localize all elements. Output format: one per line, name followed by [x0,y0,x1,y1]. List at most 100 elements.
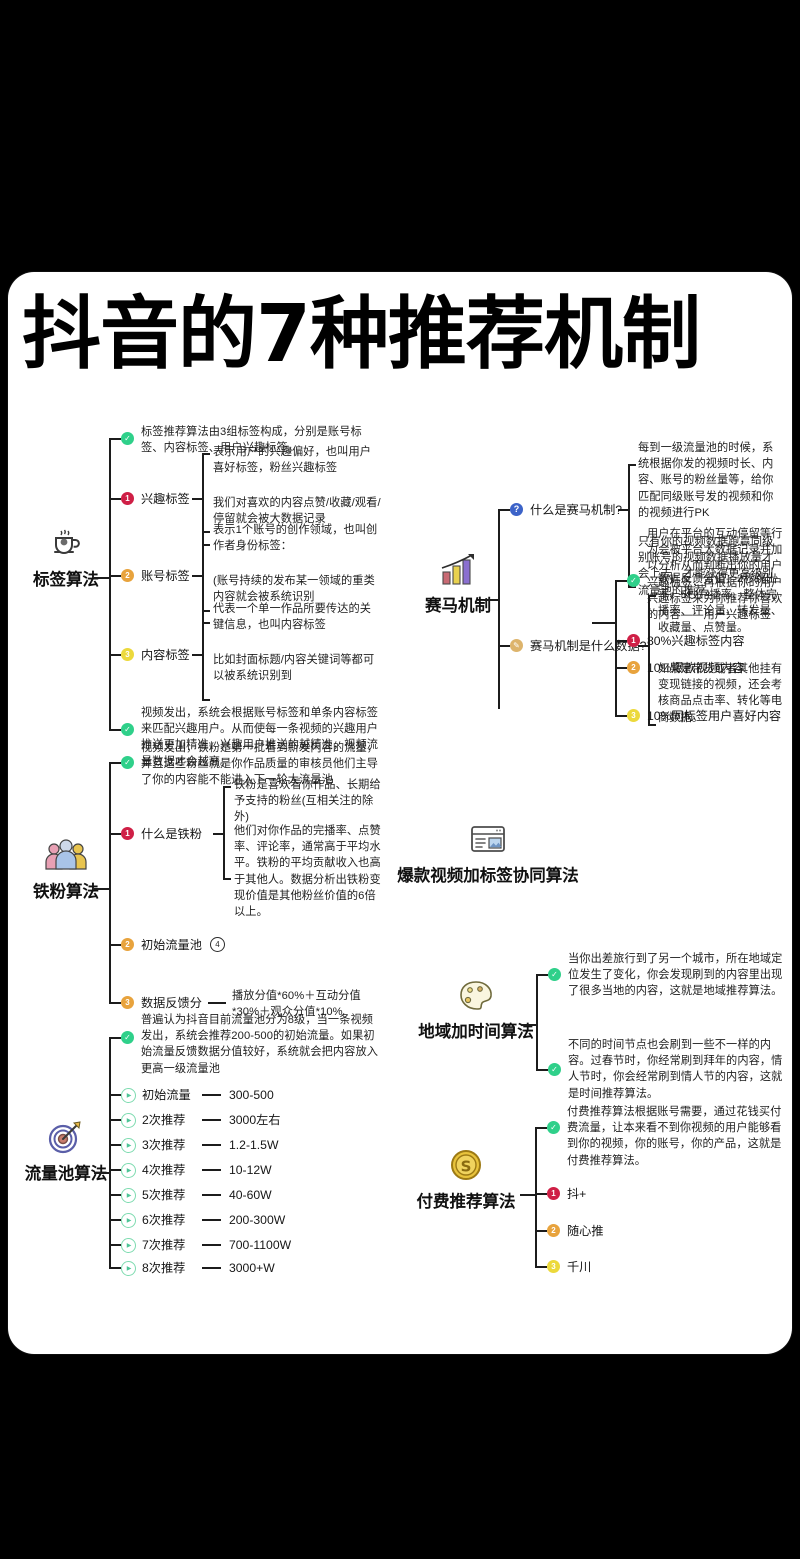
coffee-cup-icon [48,524,84,562]
connector-spine [536,974,538,1070]
connector [109,1002,121,1004]
connector [618,509,629,511]
root-tag-algorithm[interactable]: 标签算法 [8,524,126,590]
root-paid-recommend[interactable]: S 付费推荐算法 [406,1146,526,1212]
connector [615,580,627,582]
connector [638,645,649,647]
root-horse-race[interactable]: 赛马机制 [398,550,518,616]
play-circle-icon [121,1113,136,1128]
iron-fan-initial-pool-value: 4 [210,937,225,952]
badge-3: 3 [627,709,640,722]
paid-option-1: 随心推 [567,1224,604,1238]
tag-account-note-0: 表示1个账号的创作领域，也叫创作者身份标签： [213,524,378,553]
connector [109,438,121,440]
connector [109,575,121,577]
gold-coin-dollar-icon: S [446,1146,486,1184]
connector [202,1144,221,1146]
iron-fan-note-1: 他们对你作品的完播率、点赞率、评论率，通常高于平均水平。铁粉的平均贡献收入也高于… [234,825,381,919]
tag-intro-text: 标签推荐算法由3组标签构成，分别是账号标签、内容标签、用户兴趣标签。 [141,426,362,455]
root-label-region-time: 地域加时间算法 [418,1023,534,1041]
iron-fan-initial-pool-label[interactable]: 初始流量池 [141,938,202,952]
connector [535,1193,547,1195]
root-label-tag-algorithm: 标签算法 [33,571,99,589]
tag-interest-label[interactable]: 兴趣标签 [141,492,190,506]
badge-2: 2 [627,661,640,674]
connector [202,1094,221,1096]
level-value-5: 200-300W [229,1213,286,1227]
connector [109,1194,121,1196]
root-label-hit-video-tag: 爆款视频加标签协同算法 [397,867,579,885]
connector-spine [109,762,111,1003]
connector [109,1037,121,1039]
level-value-6: 700-1100W [229,1238,292,1252]
connector-stub [592,622,616,624]
root-region-time[interactable]: 地域加时间算法 [416,976,536,1042]
play-circle-icon [121,1163,136,1178]
bullet-check-icon [121,1031,134,1044]
play-circle-icon [121,1188,136,1203]
target-dart-icon [46,1118,86,1156]
paid-intro-text: 付费推荐算法根据账号需要，通过花钱买付费流量，让本来看不到你视频的用户能够看到你… [567,1106,782,1167]
badge-2: 2 [547,1224,560,1237]
connector [109,1219,121,1221]
root-traffic-pool[interactable]: 流量池算法 [8,1118,126,1184]
play-circle-icon [121,1213,136,1228]
connector [615,667,627,669]
infographic-card: 抖音的7种推荐机制 标签算法 [8,272,792,1354]
connector-spine [498,509,500,709]
root-hit-video-tag[interactable]: 爆款视频加标签协同算法 [397,820,579,886]
iron-fan-feedback-value: 播放分值*60%＋互动分值*30%＋观众分值*10% [232,990,361,1019]
page-title-text: 抖音的7种推荐机制 [22,287,701,380]
connector-spine [109,1037,111,1267]
bullet-check-icon [121,723,134,736]
connector [109,1267,121,1269]
connector-stub [484,599,499,601]
hit-video-intro-text: 用户在平台的互动停留等行为会被平台大数据记录并加以分析从而判断出你的用户兴趣标签… [647,528,783,622]
horse-race-note-0: 每到一级流量池的时候，系统根据你发的视频时长、内容、账号的粉丝量等，给你匹配同级… [638,442,774,519]
connector [109,1244,121,1246]
level-value-7: 3000+W [229,1261,275,1275]
play-circle-icon [121,1088,136,1103]
tag-content-label[interactable]: 内容标签 [141,648,190,662]
paid-option-2: 千川 [567,1260,592,1274]
connector [536,974,548,976]
connector [223,786,231,788]
connector [648,724,656,726]
play-circle-icon [121,1261,136,1276]
badge-1: 1 [627,634,640,647]
connector [535,1266,547,1268]
root-iron-fan-algorithm[interactable]: 铁粉算法 [8,836,126,902]
level-value-4: 40-60W [229,1188,272,1202]
tag-summary-text: 视频发出，系统会根据账号标签和单条内容标签来匹配兴趣用户。从而使每一条视频的兴趣… [141,707,379,768]
connector [202,610,210,612]
badge-3: 3 [121,648,134,661]
connector [202,544,210,546]
level-value-1: 3000左右 [229,1113,281,1127]
level-value-2: 1.2-1.5W [229,1138,279,1152]
tag-content-note-1: 比如封面标题/内容关键词等都可以被系统识别到 [213,654,375,683]
connector [109,729,121,731]
traffic-pool-intro-text: 普遍认为抖音目前流量池分为8级，当一条视频发出，系统会推荐200-500的初始流… [141,1014,379,1075]
horse-race-what-data-label[interactable]: 赛马机制是什么数据? [530,639,647,653]
horse-race-what-is-label[interactable]: 什么是赛马机制? [530,503,623,517]
connector [223,878,231,880]
level-label-6: 7次推荐 [142,1238,186,1252]
connector [213,833,224,835]
level-label-2: 3次推荐 [142,1138,186,1152]
connector [192,575,203,577]
iron-fan-feedback-label[interactable]: 数据反馈分 [141,996,202,1010]
badge-1: 1 [121,492,134,505]
three-people-icon [43,836,89,874]
connector-stub [520,1194,536,1196]
root-label-horse-race: 赛马机制 [425,597,491,615]
iron-fan-intro-text: 视频发出，铁粉是第一批看到新发内容的流量，并且这些粉丝就是你作品质量的审核员他们… [141,742,379,787]
connector [202,1219,221,1221]
connector [109,762,121,764]
root-label-iron-fan: 铁粉算法 [33,883,99,901]
connector [109,1144,121,1146]
iron-fan-what-is-label[interactable]: 什么是铁粉 [141,827,202,841]
connector [202,1119,221,1121]
hit-video-ratio-2: 10%同标签用户喜好内容 [647,709,782,723]
bar-chart-up-icon [437,550,479,588]
tag-account-label[interactable]: 账号标签 [141,569,190,583]
